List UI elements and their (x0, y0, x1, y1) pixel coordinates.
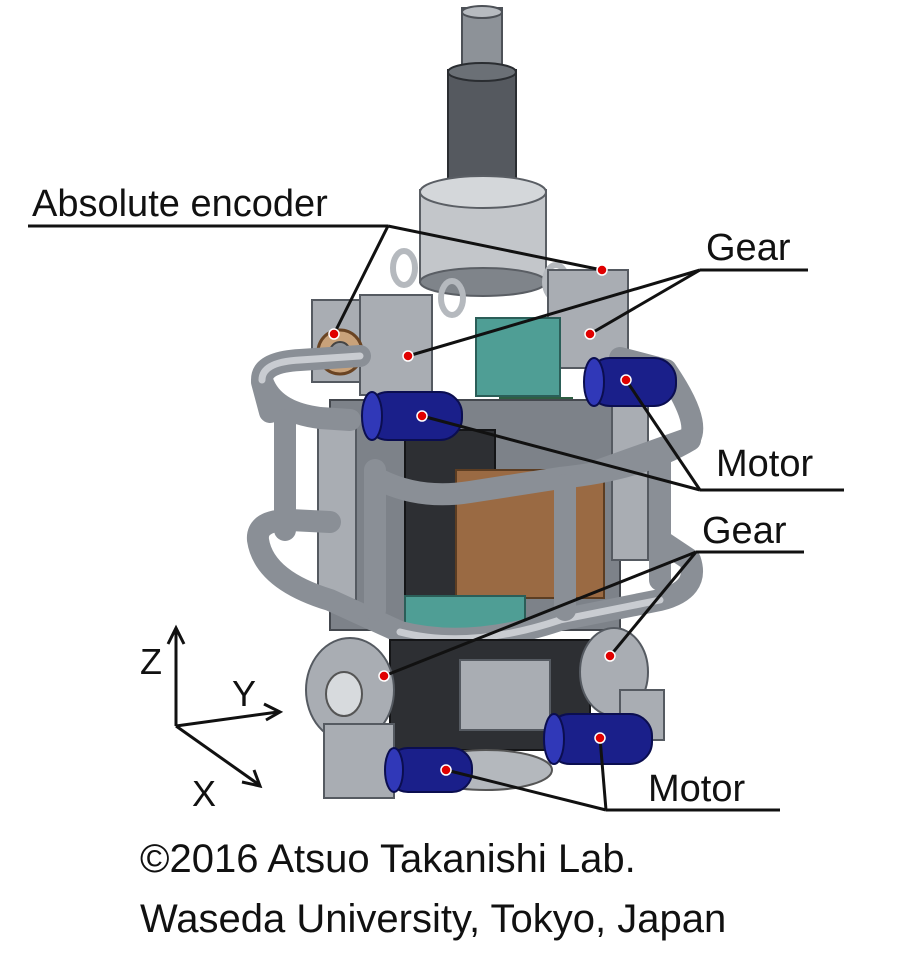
motor-bottom-leader-1 (445, 768, 607, 812)
upper-cylinder-rim (447, 62, 517, 82)
absolute-encoder-leader-2 (387, 224, 603, 272)
marker-motor-bottom-left (440, 764, 452, 776)
hip-bracket (459, 659, 551, 731)
z-axis-label: Z (140, 641, 162, 682)
marker-gear-top-left (402, 350, 414, 362)
marker-gear-top-right (584, 328, 596, 340)
gear-bottom-leader-2 (608, 551, 698, 657)
marker-gear-bottom-right (604, 650, 616, 662)
x-axis-arrow (175, 724, 259, 786)
z-axis-arrowhead (166, 624, 186, 645)
label-gear-top: Gear (706, 227, 791, 269)
lower-plate-left (323, 723, 395, 799)
marker-motor-bottom-right (594, 732, 606, 744)
marker-gear-bottom-left (378, 670, 390, 682)
marker-motor-top-right (620, 374, 632, 386)
credit-line-2: Waseda University, Tokyo, Japan (140, 897, 726, 941)
label-gear-bottom: Gear (702, 510, 787, 552)
lower-gear-left-hub (325, 671, 363, 717)
label-motor-top: Motor (716, 443, 813, 485)
eye-bolt-center (438, 278, 466, 318)
x-axis-arrowhead (241, 769, 263, 789)
eye-bolt-left (390, 248, 418, 288)
motor-upper-right-cap (583, 357, 605, 407)
annotation-leaders (28, 224, 844, 812)
marker-motor-top-left (416, 410, 428, 422)
y-axis-arrowhead (263, 702, 284, 722)
motor-top-leader-2 (624, 379, 702, 491)
label-motor-bottom: Motor (648, 768, 745, 810)
robot-illustration (246, 5, 704, 799)
marker-encoder-left (328, 328, 340, 340)
gear-bottom-leader-1 (383, 550, 697, 678)
flange-ring-top (419, 175, 547, 209)
motor-lower-left-cap (384, 747, 404, 793)
motor-lower-right-cap (543, 713, 565, 765)
y-axis-label: Y (232, 673, 256, 714)
y-axis-arrow (175, 710, 279, 728)
gear-top-leader-1 (407, 268, 701, 358)
motor-bottom-leader-2 (598, 737, 608, 811)
credit-line-1: ©2016 Atsuo Takanishi Lab. (140, 837, 636, 881)
motor-upper-left-cap (361, 391, 383, 441)
absolute-encoder-leader-1 (332, 225, 390, 335)
marker-encoder-right (596, 264, 608, 276)
center-board-upper (475, 317, 561, 397)
label-absolute-encoder: Absolute encoder (32, 183, 328, 225)
cage-frame-upper-hl (258, 352, 364, 384)
coordinate-axes: Z Y X (140, 624, 284, 814)
x-axis-label: X (192, 773, 216, 814)
top-shaft-cap (461, 5, 503, 19)
motor-top-leader-1 (421, 414, 701, 492)
upper-gearbox-left (359, 294, 433, 396)
side-plate-left (317, 419, 357, 601)
gear-top-leader-2 (589, 268, 701, 336)
